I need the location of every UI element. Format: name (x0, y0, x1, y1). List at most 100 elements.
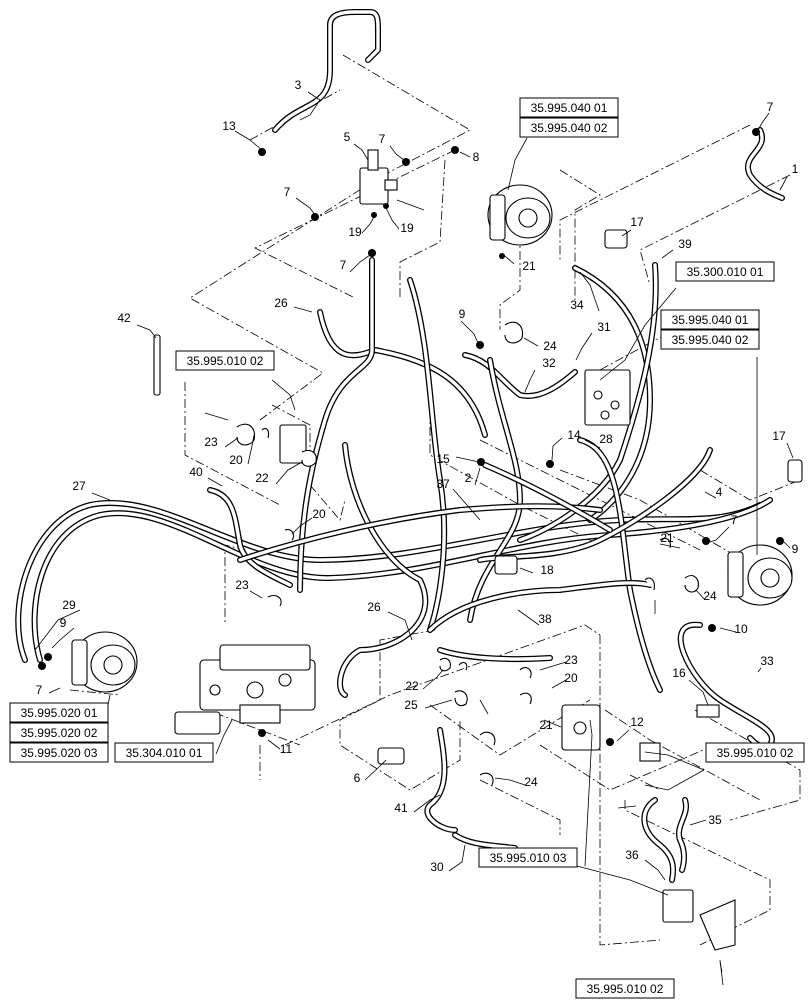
reference-label: 35.995.040 01 (672, 313, 749, 327)
components (38, 128, 803, 973)
hoses (15, 9, 785, 883)
callout-c28: 28 (599, 432, 613, 446)
reference-box-frame (519, 97, 619, 118)
small-block-right (639, 742, 661, 762)
callout-c29: 29 (62, 598, 76, 612)
callout-c40: 40 (189, 465, 203, 479)
callout-c42: 42 (117, 311, 131, 325)
callout-c17a: 17 (630, 215, 644, 229)
callout-c19b: 19 (400, 221, 414, 235)
callout-c7f: 7 (36, 683, 43, 697)
cable-tie-42 (153, 334, 161, 396)
callout-c17b: 17 (772, 429, 786, 443)
callout-c9b: 9 (792, 542, 799, 556)
callout-c16: 16 (672, 666, 686, 680)
callout-c7d: 7 (767, 100, 774, 114)
reference-label: 35.995.040 02 (531, 121, 608, 135)
reference-label: 35.995.020 02 (21, 726, 98, 740)
callout-c11: 11 (280, 742, 293, 756)
reference-box-r11[interactable]: 35.995.010 02 (705, 742, 805, 763)
reference-label: 35.995.040 02 (672, 333, 749, 347)
callout-c38: 38 (538, 612, 552, 626)
reference-box-r3[interactable]: 35.300.010 01 (675, 261, 775, 282)
callout-c7b: 7 (284, 185, 291, 199)
manifold-12 (561, 704, 601, 751)
callout-c35: 35 (708, 813, 722, 827)
reference-box-r13[interactable]: 35.995.010 02 (575, 978, 675, 999)
phantom-lines (69, 54, 801, 946)
callout-c12: 12 (630, 715, 644, 729)
reference-box-r8[interactable]: 35.995.020 02 (9, 722, 109, 743)
callout-c36: 36 (625, 848, 639, 862)
callout-c24c: 24 (524, 775, 538, 789)
callout-c5: 5 (344, 130, 351, 144)
reference-label: 35.995.010 02 (587, 982, 664, 996)
callout-c27: 27 (72, 479, 86, 493)
reference-box-frame (9, 702, 109, 723)
callout-c26a: 26 (274, 296, 288, 310)
reference-label: 35.995.010 03 (490, 851, 567, 865)
callout-c20c: 20 (564, 671, 578, 685)
callout-c1: 1 (792, 162, 799, 176)
callout-c23b: 23 (235, 578, 249, 592)
reference-box-r10[interactable]: 35.304.010 01 (114, 742, 214, 763)
callout-c8: 8 (473, 150, 480, 164)
reference-label: 35.995.020 03 (21, 746, 98, 760)
callout-c32: 32 (542, 356, 556, 370)
reference-box-frame (675, 261, 775, 282)
drive-motor-right (727, 544, 793, 606)
reference-box-r6[interactable]: 35.995.010 02 (175, 350, 275, 371)
reference-label: 35.300.010 01 (687, 265, 764, 279)
reference-box-r7[interactable]: 35.995.020 01 (9, 702, 109, 723)
callout-c20a: 20 (229, 453, 243, 467)
reference-box-frame (478, 847, 578, 868)
callout-c13: 13 (222, 119, 236, 133)
callout-c7a: 7 (379, 132, 386, 146)
reference-box-r1[interactable]: 35.995.040 01 (519, 97, 619, 118)
valve-block-5 (359, 149, 398, 205)
reference-box-frame (9, 742, 109, 763)
reference-box-frame (575, 978, 675, 999)
callout-c24a: 24 (543, 339, 557, 353)
drive-motor-top (487, 184, 553, 246)
reference-label: 35.995.040 01 (531, 101, 608, 115)
reference-label: 35.995.010 02 (717, 746, 794, 760)
callout-c23a: 23 (204, 435, 218, 449)
reference-box-r9[interactable]: 35.995.020 03 (9, 742, 109, 763)
callout-c31: 31 (597, 320, 611, 334)
callout-c4: 4 (716, 485, 723, 499)
sensor-17-right (787, 459, 803, 483)
reference-box-frame (114, 742, 214, 763)
callout-c26b: 26 (367, 600, 381, 614)
callout-c9a: 9 (459, 307, 466, 321)
reference-box-r4[interactable]: 35.995.040 01 (660, 309, 760, 330)
callout-c9c: 9 (60, 616, 67, 630)
callout-c39: 39 (678, 237, 692, 251)
reference-box-r12[interactable]: 35.995.010 03 (478, 847, 578, 868)
valve-block-left (279, 424, 307, 464)
reference-boxes: 35.995.040 01 35.995.040 02 35.300.010 01 3… (9, 97, 805, 999)
reference-label: 35.995.010 02 (187, 354, 264, 368)
drive-motor-left (71, 631, 138, 693)
hydraulic-pump (174, 644, 316, 735)
reference-box-r5[interactable]: 35.995.040 02 (660, 329, 760, 350)
reference-box-frame (660, 329, 760, 350)
reference-box-r2[interactable]: 35.995.040 02 (519, 117, 619, 138)
reference-label: 35.995.020 01 (21, 706, 98, 720)
callout-c2: 2 (465, 471, 472, 485)
callout-c21c: 21 (539, 718, 553, 732)
reference-box-frame (9, 722, 109, 743)
callout-c10: 10 (734, 622, 748, 636)
callout-c23c: 23 (564, 653, 578, 667)
callout-c34: 34 (570, 298, 584, 312)
callout-c41: 41 (394, 801, 408, 815)
callout-c37: 37 (436, 477, 450, 491)
control-valve-31 (584, 369, 631, 426)
callout-c24b: 24 (703, 589, 717, 603)
leader-lines (34, 91, 794, 986)
callout-c14: 14 (567, 428, 581, 442)
callout-c3: 3 (295, 78, 302, 92)
callout-c7e: 7 (731, 513, 738, 527)
reference-box-frame (519, 117, 619, 138)
